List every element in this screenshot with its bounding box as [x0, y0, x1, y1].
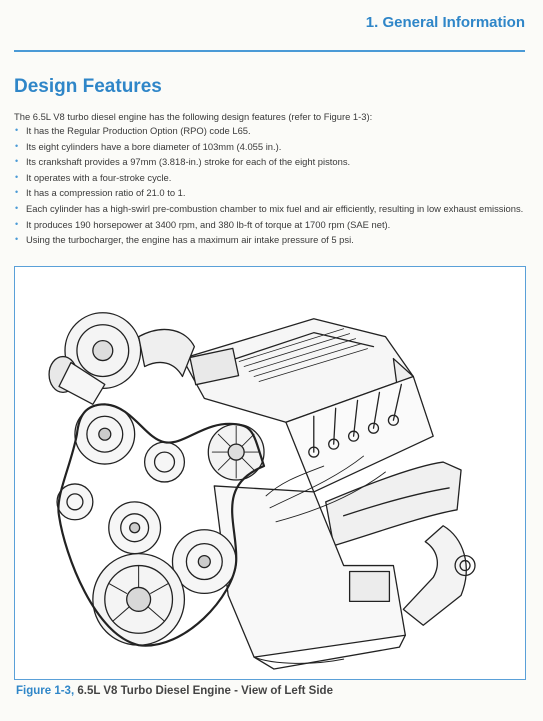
feature-item: •Each cylinder has a high-swirl pre-comb… — [15, 202, 524, 214]
engine-illustration — [48, 312, 476, 670]
figure-number: Figure 1-3, — [16, 685, 75, 697]
header-rule — [14, 50, 525, 52]
engine-figure — [14, 266, 526, 680]
intro-text: The 6.5L V8 turbo diesel engine has the … — [14, 111, 373, 122]
feature-item: •Using the turbocharger, the engine has … — [15, 234, 354, 246]
feature-item: •It operates with a four-stroke cycle. — [15, 171, 172, 183]
bullet-icon: • — [15, 234, 19, 245]
feature-item: •Its eight cylinders have a bore diamete… — [15, 140, 282, 152]
figure-caption: Figure 1-3, 6.5L V8 Turbo Diesel Engine … — [16, 685, 333, 697]
bullet-icon: • — [15, 125, 19, 135]
feature-list: •It has the Regular Production Option (R… — [14, 125, 524, 250]
section-title: Design Features — [14, 76, 162, 97]
feature-item: •Its crankshaft provides a 97mm (3.818-i… — [15, 156, 351, 168]
feature-item: •It produces 190 horsepower at 3400 rpm,… — [15, 218, 391, 230]
bullet-icon: • — [15, 171, 19, 182]
bullet-icon: • — [15, 202, 19, 213]
feature-item: •It has the Regular Production Option (R… — [15, 125, 251, 136]
bullet-icon: • — [15, 187, 19, 198]
bullet-icon: • — [15, 218, 19, 229]
bullet-icon: • — [15, 156, 19, 167]
chapter-title: 1. General Information — [365, 14, 525, 31]
feature-item: •It has a compression ratio of 21.0 to 1… — [15, 187, 186, 199]
figure-title: 6.5L V8 Turbo Diesel Engine - View of Le… — [77, 685, 333, 697]
bullet-icon: • — [15, 140, 19, 151]
